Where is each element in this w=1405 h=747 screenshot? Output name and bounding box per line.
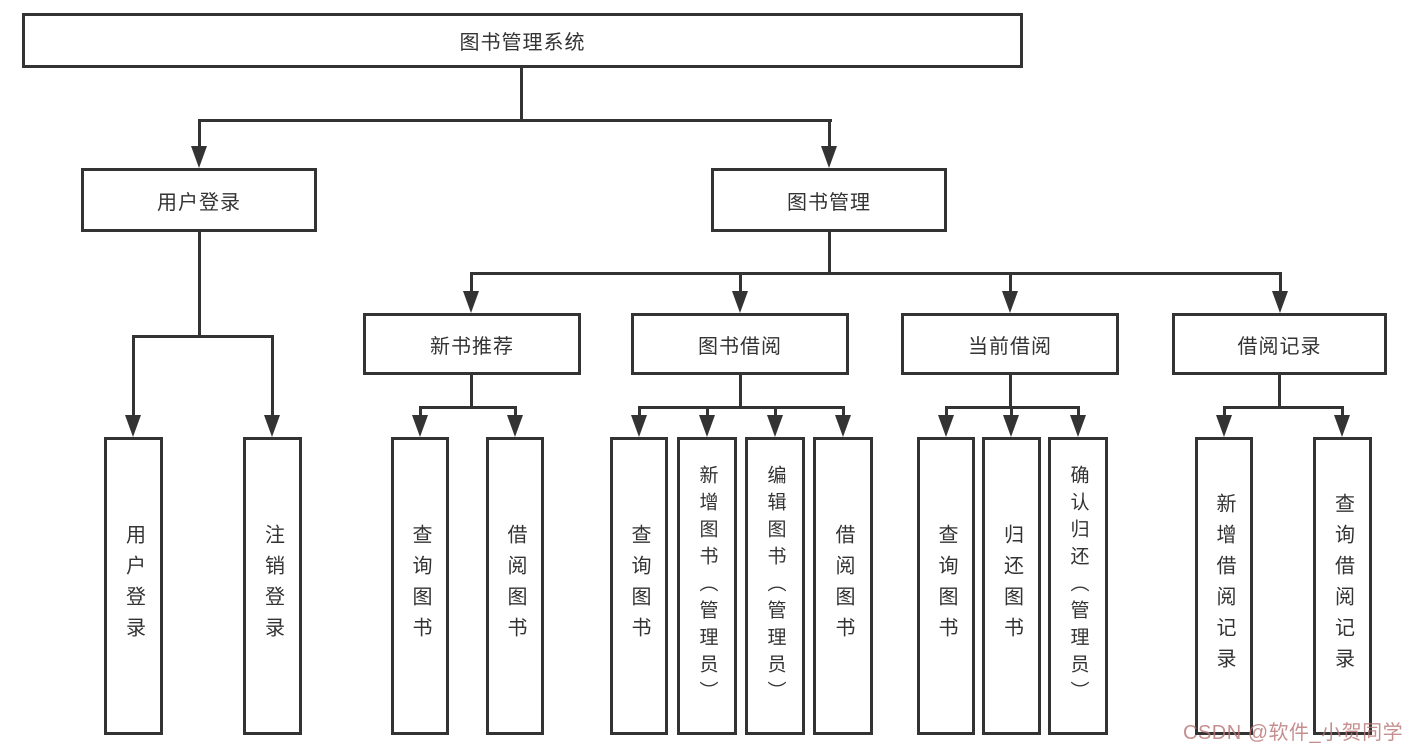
leaf-label: 借阅图书 (832, 524, 854, 648)
connector-to-leaf (514, 406, 517, 419)
arrow-down-icon (1216, 415, 1232, 437)
leaf-borrow-book-1: 借阅图书 (486, 437, 544, 735)
leaf-label: 编辑图书（管理员） (764, 464, 786, 708)
leaf-label: 用户登录 (122, 524, 145, 648)
connector-to-leaf (271, 335, 274, 419)
node-current-borrow-label: 当前借阅 (968, 335, 1052, 358)
leaf-label: 确认归还（管理员） (1067, 464, 1089, 708)
arrow-down-icon (125, 415, 141, 437)
connector-book-mgmt-stem (828, 231, 831, 275)
connector-to-leaf (638, 406, 641, 419)
node-borrow-record-label: 借阅记录 (1237, 335, 1322, 358)
leaf-label: 查询图书 (628, 524, 650, 648)
connector-borrow-record-stem (1278, 375, 1281, 409)
node-book-mgmt-label: 图书管理 (787, 191, 871, 214)
connector-user-login-stem (198, 231, 201, 338)
node-new-book-label: 新书推荐 (430, 335, 514, 358)
arrow-down-icon (835, 415, 851, 437)
leaf-user-login: 用户登录 (104, 437, 163, 735)
leaf-label: 新增图书（管理员） (696, 464, 718, 708)
leaf-label: 查询借阅记录 (1331, 493, 1354, 679)
arrow-down-icon (631, 415, 647, 437)
arrow-down-icon (412, 415, 428, 437)
leaf-borrow-book-2: 借阅图书 (813, 437, 873, 735)
leaf-query-book-2: 查询图书 (610, 437, 668, 735)
arrow-down-icon (732, 291, 748, 313)
leaf-query-book-1: 查询图书 (391, 437, 449, 735)
connector-to-leaf (132, 335, 135, 419)
connector-book-borrow-rail (638, 406, 845, 409)
leaf-return-book: 归还图书 (982, 437, 1041, 735)
node-book-borrow-label: 图书借阅 (698, 335, 782, 358)
connector-root-stem (520, 68, 523, 122)
node-current-borrow: 当前借阅 (901, 313, 1119, 375)
connector-to-leaf (1077, 406, 1080, 419)
leaf-edit-book-admin: 编辑图书（管理员） (745, 437, 805, 735)
connector-new-book-stem (470, 375, 473, 409)
connector-borrow-record-rail (1223, 406, 1344, 409)
connector-to-current-borrow (1009, 272, 1012, 294)
arrow-down-icon (938, 415, 954, 437)
leaf-label: 查询图书 (935, 524, 957, 648)
csdn-watermark: CSDN @软件_小贺同学 (1183, 722, 1404, 744)
node-root: 图书管理系统 (22, 13, 1023, 68)
leaf-label: 归还图书 (1000, 524, 1023, 648)
connector-to-book-borrow (739, 272, 742, 294)
leaf-query-book-3: 查询图书 (917, 437, 975, 735)
node-root-label: 图书管理系统 (459, 32, 586, 54)
node-book-borrow: 图书借阅 (631, 313, 849, 375)
leaf-label: 借阅图书 (504, 524, 526, 648)
arrow-down-icon (1003, 415, 1019, 437)
connector-book-borrow-stem (739, 375, 742, 409)
connector-to-leaf (419, 406, 422, 419)
arrow-down-icon (264, 415, 280, 437)
connector-new-book-rail (419, 406, 517, 409)
arrow-down-icon (1070, 415, 1086, 437)
connector-to-user-login (198, 119, 201, 149)
arrow-down-icon (463, 291, 479, 313)
connector-to-borrow-record (1279, 272, 1282, 294)
node-user-login-label: 用户登录 (157, 191, 241, 214)
arrow-down-icon (767, 415, 783, 437)
node-borrow-record: 借阅记录 (1172, 313, 1387, 375)
connector-to-leaf (1010, 406, 1013, 419)
arrow-down-icon (1334, 415, 1350, 437)
arrow-down-icon (1272, 291, 1288, 313)
connector-to-leaf (774, 406, 777, 419)
connector-to-new-book (470, 272, 473, 294)
connector-level1-rail (198, 119, 832, 122)
connector-to-leaf (945, 406, 948, 419)
connector-to-leaf (1341, 406, 1344, 419)
leaf-add-borrow-record: 新增借阅记录 (1195, 437, 1253, 735)
leaf-confirm-return-admin: 确认归还（管理员） (1048, 437, 1108, 735)
node-user-login: 用户登录 (81, 168, 317, 232)
leaf-label: 查询图书 (409, 524, 431, 648)
leaf-query-borrow-record: 查询借阅记录 (1313, 437, 1372, 735)
arrow-down-icon (507, 415, 523, 437)
connector-to-leaf (1223, 406, 1226, 419)
connector-current-borrow-stem (1009, 375, 1012, 409)
arrow-down-icon (821, 146, 837, 168)
connector-to-leaf (842, 406, 845, 419)
connector-level2-rail (470, 272, 1282, 275)
leaf-label: 注销登录 (261, 524, 284, 648)
arrow-down-icon (699, 415, 715, 437)
leaf-label: 新增借阅记录 (1213, 493, 1235, 679)
leaf-add-book-admin: 新增图书（管理员） (677, 437, 737, 735)
leaf-logout: 注销登录 (243, 437, 302, 735)
node-book-mgmt: 图书管理 (711, 168, 947, 232)
connector-to-book-mgmt (828, 119, 831, 149)
node-new-book: 新书推荐 (363, 313, 581, 375)
connector-user-login-rail (132, 335, 274, 338)
arrow-down-icon (191, 146, 207, 168)
connector-to-leaf (706, 406, 709, 419)
arrow-down-icon (1002, 291, 1018, 313)
